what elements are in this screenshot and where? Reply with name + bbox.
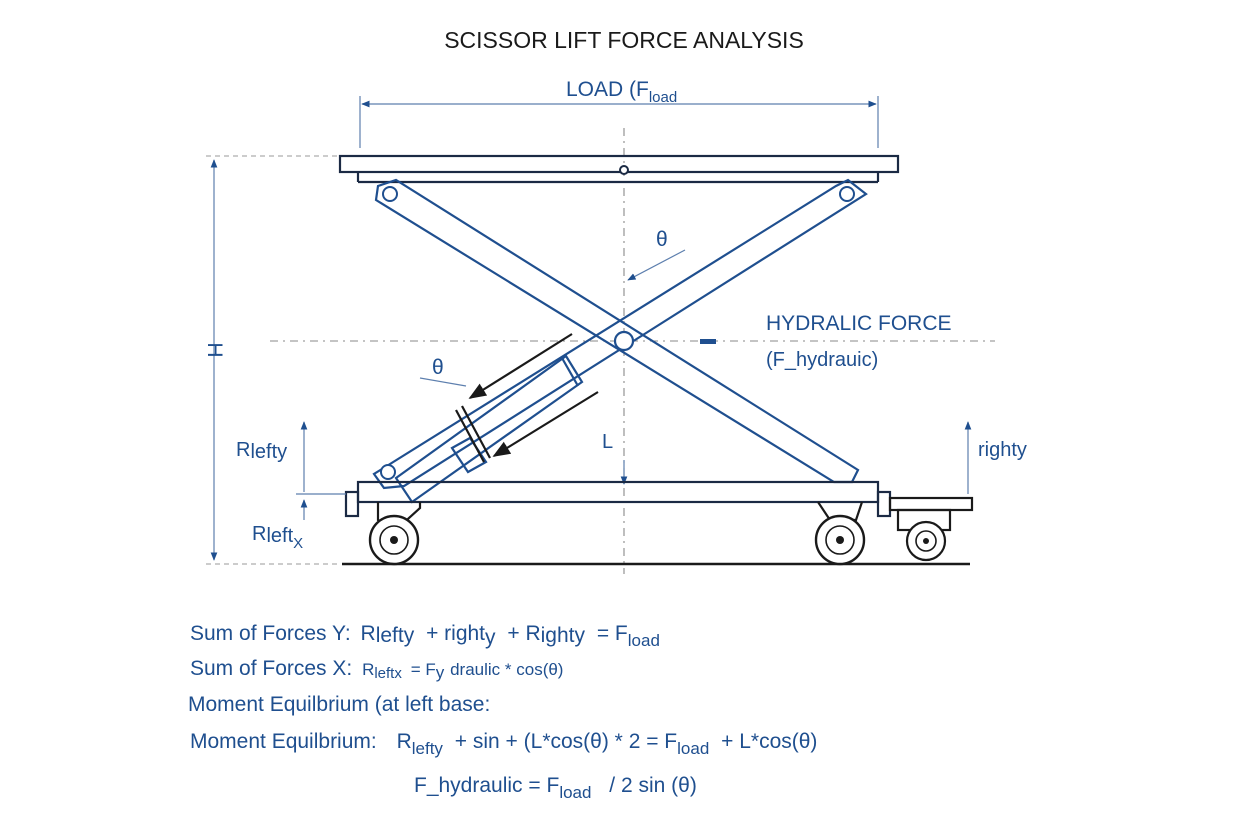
center-pivot xyxy=(613,330,635,352)
equation-sum-forces-x: Sum of Forces X: Rleftx = Fy draulic * c… xyxy=(190,657,563,683)
moment-equilibrium-heading: Moment Equilbrium (at left base: xyxy=(188,693,490,716)
hydraulic-force-marker xyxy=(700,339,716,344)
load-label: LOAD (Fload xyxy=(566,78,677,106)
load-point xyxy=(619,165,629,175)
hydraulic-arrow-upper xyxy=(468,333,573,399)
equation-final-hydraulic: F_hydraulic = Fload / 2 sin (θ) xyxy=(414,774,697,803)
top-left-pin xyxy=(382,186,398,202)
equation-sum-forces-y: Sum of Forces Y: Rlefty + righty + Right… xyxy=(190,622,660,650)
top-right-pin xyxy=(839,186,855,202)
reaction-left-x-label: RleftX xyxy=(252,523,303,552)
left-wheel xyxy=(368,502,422,566)
hydraulic-force-symbol: (F_hydrauic) xyxy=(766,349,878,371)
reaction-left-y-label: Rlefty xyxy=(236,439,287,463)
hydraulic-force-label: HYDRALIC FORCE xyxy=(766,312,952,335)
base-end-left xyxy=(344,490,360,518)
top-platform xyxy=(338,154,900,174)
reaction-right-y-label: righty xyxy=(978,439,1027,461)
angle-marker-top xyxy=(627,249,686,281)
angle-label-left: θ xyxy=(432,356,444,379)
angle-marker-left xyxy=(419,377,467,387)
right-wheel xyxy=(814,501,866,566)
length-label: L xyxy=(602,431,613,453)
hydraulic-arrow-lower xyxy=(492,391,599,457)
equation-moment-equilibrium: Moment Equilbrium: Rlefty + sin + (L*cos… xyxy=(190,730,817,759)
scissor-arm-b xyxy=(372,178,868,490)
bottom-left-pin xyxy=(380,464,396,480)
diagram-title: SCISSOR LIFT FORCE ANALYSIS xyxy=(444,27,804,53)
height-label: H xyxy=(203,342,226,357)
right-caster xyxy=(888,496,974,562)
angle-label-top: θ xyxy=(656,228,668,251)
hydraulic-cylinder xyxy=(394,354,584,504)
base-end-right xyxy=(876,490,892,518)
